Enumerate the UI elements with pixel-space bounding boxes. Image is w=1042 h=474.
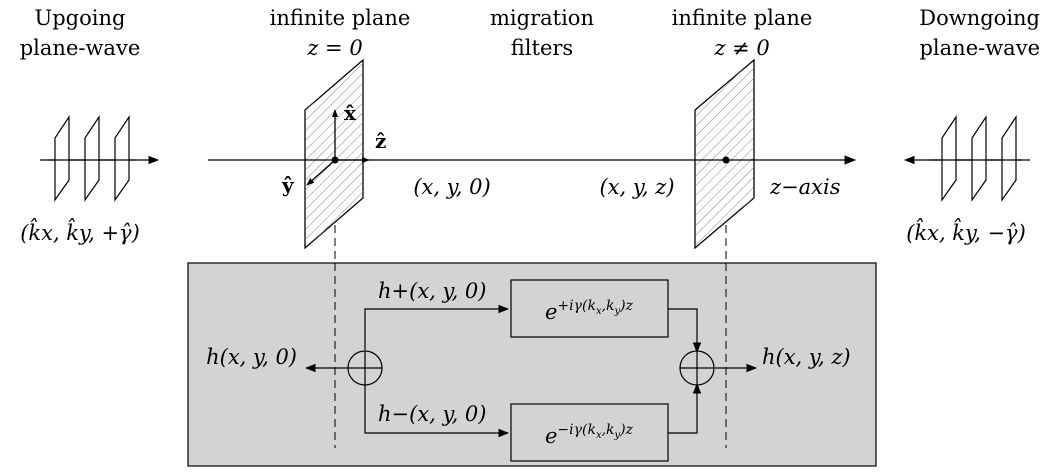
downgoing-wave-icon [903,115,1030,202]
left-output-label: h(x, y, 0) [206,345,297,369]
filters-label-line1: migration [490,6,594,30]
y-hat-arrow [306,159,336,186]
planez-label-line2: z ≠ 0 [713,36,769,60]
origin-coordinate: (x, y, 0) [413,175,490,199]
right-sum-junction-icon [679,350,715,386]
y-hat-label: ŷ [281,173,295,197]
h-minus-label: h−(x, y, 0) [378,402,487,426]
plane0-label-line2: z = 0 [306,36,362,60]
planez-label-line1: infinite plane [672,6,813,30]
downgoing-label-line2: plane-wave [919,36,1040,60]
left-sum-junction-icon [347,350,383,386]
upgoing-wave-vector: (k̂x, k̂y, +γ̂) [20,218,140,245]
filters-label-line2: filters [511,36,573,60]
downgoing-wave-vector: (k̂x, k̂y, −γ̂) [906,218,1026,245]
point-z [722,156,730,164]
point-z-coordinate: (x, y, z) [599,175,674,199]
downgoing-label-line1: Downgoing [919,6,1040,30]
upper-branch-wire [364,304,510,350]
upgoing-wave-icon [40,115,160,202]
right-output-label: h(x, y, z) [762,345,851,369]
z-axis-label: z−axis [769,175,841,199]
filter-box-minus [510,403,669,462]
z-hat-label: ẑ [375,129,386,153]
upper-filter-output-wire [668,308,702,354]
plane0-label-line1: infinite plane [270,6,411,30]
h-plus-label: h+(x, y, 0) [378,279,487,303]
x-hat-label: x̂ [344,101,357,125]
upgoing-label-line2: plane-wave [20,36,141,60]
lower-filter-output-wire [668,382,702,434]
upgoing-label-line1: Upgoing [35,6,126,30]
lower-branch-wire [364,384,510,438]
filter-box-plus [510,279,669,338]
